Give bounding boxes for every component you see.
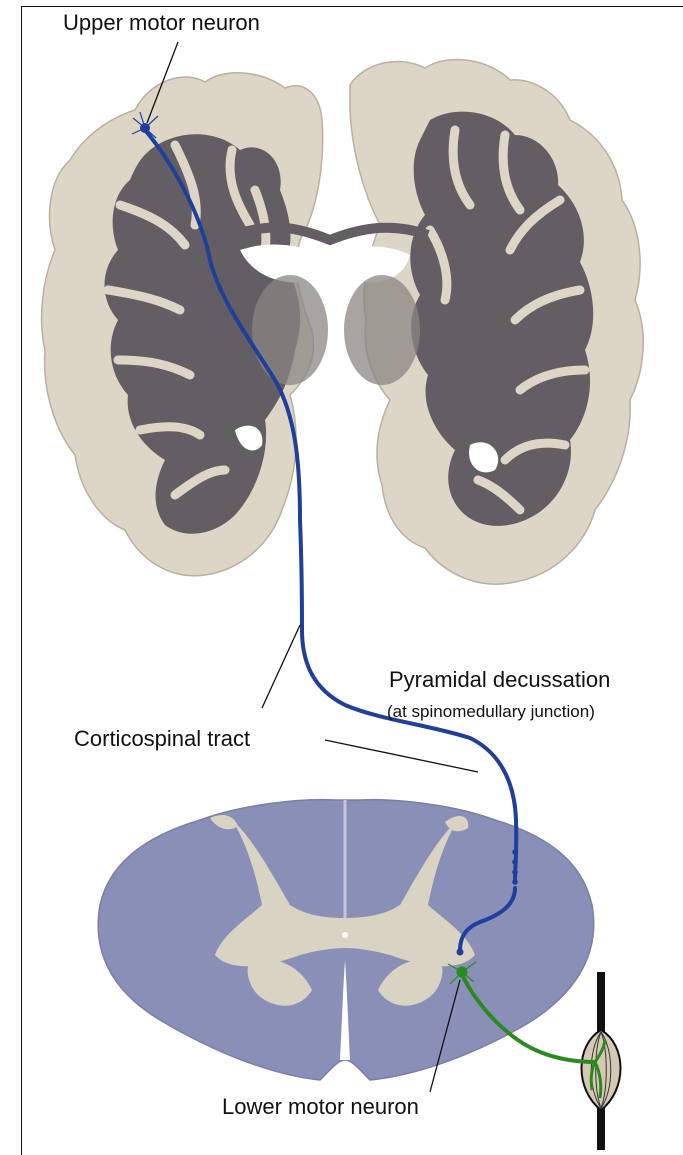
label-pyramidal-decussation-sub: (at spinomedullary junction) [387, 702, 595, 722]
label-pyramidal-decussation: Pyramidal decussation [389, 667, 610, 693]
spinal-cord-section [98, 800, 594, 1080]
leader-corticospinal-right [325, 740, 478, 772]
left-thalamus [252, 275, 328, 385]
central-canal [342, 932, 348, 938]
synapse-terminal [457, 949, 464, 956]
label-corticospinal-tract: Corticospinal tract [74, 726, 250, 752]
label-lower-motor-neuron: Lower motor neuron [222, 1094, 419, 1120]
brain-coronal-section [42, 59, 644, 584]
right-thalamus [344, 275, 420, 385]
leader-corticospinal-left [262, 625, 300, 708]
label-upper-motor-neuron: Upper motor neuron [63, 10, 260, 36]
